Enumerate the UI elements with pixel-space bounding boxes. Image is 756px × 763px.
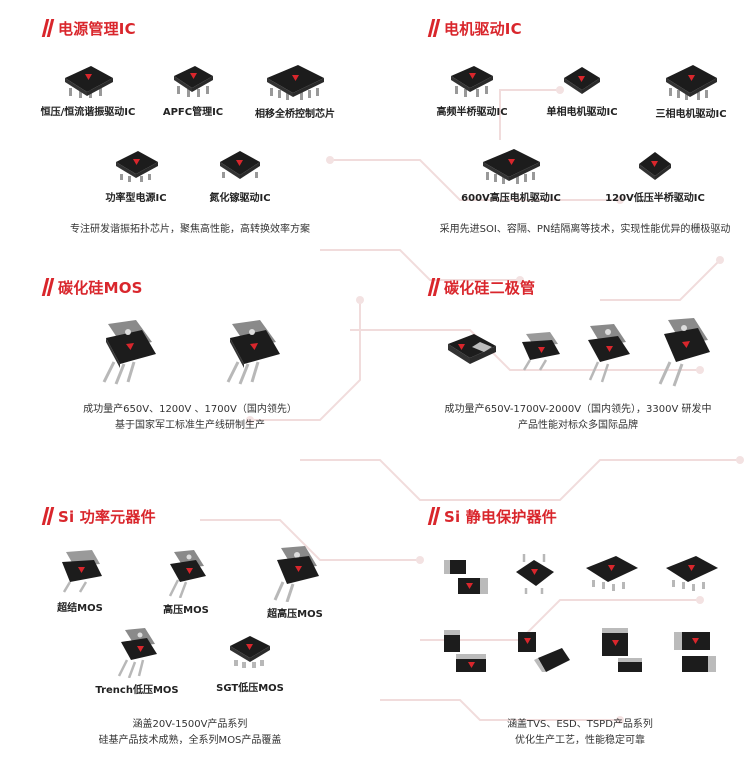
dpak-package-icon xyxy=(62,550,102,593)
accent-bars-icon xyxy=(427,278,441,296)
section-header: Si 功率元器件 xyxy=(41,505,156,527)
product-label: 超结MOS xyxy=(57,603,103,614)
sop-chip-icon xyxy=(65,66,113,98)
product-label: 三相电机驱动IC xyxy=(655,109,727,120)
soic-package-icon xyxy=(666,556,718,591)
qfn-chip-icon xyxy=(639,152,671,180)
section-title: 碳化硅MOS xyxy=(58,278,143,297)
product-item[interactable]: 高频半桥驱动IC xyxy=(420,62,524,118)
sop-chip-icon xyxy=(451,66,493,97)
section-header: Si 静电保护器件 xyxy=(427,505,557,527)
sop-chip-icon xyxy=(666,65,717,100)
sop-chip-icon xyxy=(174,66,213,97)
smc-package-icon xyxy=(602,628,642,672)
section-title: Si 静电保护器件 xyxy=(444,507,557,526)
section-title: 碳化硅二极管 xyxy=(444,278,536,297)
product-item[interactable]: 氮化镓驱动IC xyxy=(190,146,290,204)
product-label: 相移全桥控制芯片 xyxy=(255,109,335,120)
product-label: 单相电机驱动IC xyxy=(546,107,618,118)
to220-package-icon xyxy=(588,324,630,383)
accent-bars-icon xyxy=(41,507,55,525)
product-item[interactable]: 相移全桥控制芯片 xyxy=(240,62,350,120)
soic-package-icon xyxy=(586,556,638,591)
description-line: 涵盖TVS、ESD、TSPD产品系列 xyxy=(507,719,653,730)
product-label: 超高压MOS xyxy=(267,609,323,620)
section-title: 电机驱动IC xyxy=(444,19,522,38)
section-header: 电机驱动IC xyxy=(427,17,522,39)
description-line: 优化生产工艺，性能稳定可靠 xyxy=(515,735,645,746)
section-description: 成功量产650V-1700V-2000V（国内领先），3300V 研发中 产品性… xyxy=(410,402,746,434)
section-title: 电源管理IC xyxy=(58,19,136,38)
accent-bars-icon xyxy=(427,19,441,37)
product-item[interactable]: 三相电机驱动IC xyxy=(636,62,746,120)
section-header: 碳化硅二极管 xyxy=(427,276,536,298)
sop-chip-icon xyxy=(483,149,540,184)
section-header: 电源管理IC xyxy=(41,17,136,39)
dpak-package-icon xyxy=(522,332,560,371)
to220-package-icon xyxy=(168,550,206,598)
smd-diode-icon xyxy=(448,334,496,364)
description-line: 采用先进SOI、容隔、PN结隔离等技术，实现性能优异的栅极驱动 xyxy=(439,224,731,235)
description-line: 成功量产650V-1700V-2000V（国内领先），3300V 研发中 xyxy=(444,404,712,415)
description-line: 涵盖20V-1500V产品系列 xyxy=(132,719,248,730)
qfn-chip-icon xyxy=(116,151,158,182)
product-item[interactable]: APFC管理IC xyxy=(150,62,236,118)
description-line: 硅基产品技术成熟，全系列MOS产品覆盖 xyxy=(98,735,282,746)
product-item[interactable]: 超高压MOS xyxy=(250,544,340,620)
product-item[interactable]: Trench低压MOS xyxy=(82,626,192,696)
sma-package-icon xyxy=(444,630,486,672)
to247-package-icon xyxy=(226,320,280,385)
product-item[interactable]: 功率型电源IC xyxy=(86,146,186,204)
product-label: 氮化镓驱动IC xyxy=(209,193,271,204)
product-label: 恒压/恒流谐振驱动IC xyxy=(40,107,136,118)
section-description: 采用先进SOI、容隔、PN结隔离等技术，实现性能优异的栅极驱动 xyxy=(420,222,750,238)
section-description: 成功量产650V、1200V 、1700V（国内领先） 基于国家军工标准生产线研… xyxy=(30,402,350,434)
qfn-chip-icon xyxy=(564,67,600,94)
do-package-icon xyxy=(674,632,716,672)
product-label: 功率型电源IC xyxy=(105,193,167,204)
product-item[interactable]: 120V低压半桥驱动IC xyxy=(590,146,720,204)
product-label: SGT低压MOS xyxy=(216,683,284,694)
to247-package-icon xyxy=(658,318,710,387)
accent-bars-icon xyxy=(41,278,55,296)
description-line: 成功量产650V、1200V 、1700V（国内领先） xyxy=(83,404,297,415)
description-line: 基于国家军工标准生产线研制生产 xyxy=(115,420,265,431)
description-line: 产品性能对标众多国际品牌 xyxy=(518,420,638,431)
product-label: 高压MOS xyxy=(163,605,209,616)
product-item[interactable]: 600V高压电机驱动IC xyxy=(446,146,576,204)
section-title: Si 功率元器件 xyxy=(58,507,156,526)
description-line: 专注研发谐振拓扑芯片，聚焦高性能，高转换效率方案 xyxy=(70,224,310,235)
to220-package-icon xyxy=(117,628,157,678)
section-description: 专注研发谐振拓扑芯片，聚焦高性能，高转换效率方案 xyxy=(40,222,340,238)
smd-package-icon xyxy=(444,560,488,594)
section-header: 碳化硅MOS xyxy=(41,276,143,298)
to247-package-icon xyxy=(102,320,156,385)
product-label: Trench低压MOS xyxy=(95,685,179,696)
sop-chip-icon xyxy=(267,65,324,100)
accent-bars-icon xyxy=(41,19,55,37)
product-label: 高频半桥驱动IC xyxy=(436,107,508,118)
product-item[interactable]: 恒压/恒流谐振驱动IC xyxy=(28,62,148,118)
accent-bars-icon xyxy=(427,507,441,525)
product-item[interactable]: SGT低压MOS xyxy=(200,630,300,694)
product-item[interactable]: 单相电机驱动IC xyxy=(530,62,634,118)
section-description: 涵盖20V-1500V产品系列 硅基产品技术成熟，全系列MOS产品覆盖 xyxy=(40,717,340,749)
qfn-chip-icon xyxy=(220,151,260,179)
product-item[interactable]: 超结MOS xyxy=(40,548,120,614)
product-label: 600V高压电机驱动IC xyxy=(461,193,561,204)
product-label: APFC管理IC xyxy=(162,107,224,118)
dfn-package-icon xyxy=(230,636,270,668)
smb-package-icon xyxy=(518,632,570,672)
section-description: 涵盖TVS、ESD、TSPD产品系列 优化生产工艺，性能稳定可靠 xyxy=(430,717,730,749)
product-item[interactable]: 高压MOS xyxy=(146,548,226,616)
product-label: 120V低压半桥驱动IC xyxy=(605,193,705,204)
to247-package-icon xyxy=(273,546,319,602)
sot-package-icon xyxy=(516,554,554,594)
